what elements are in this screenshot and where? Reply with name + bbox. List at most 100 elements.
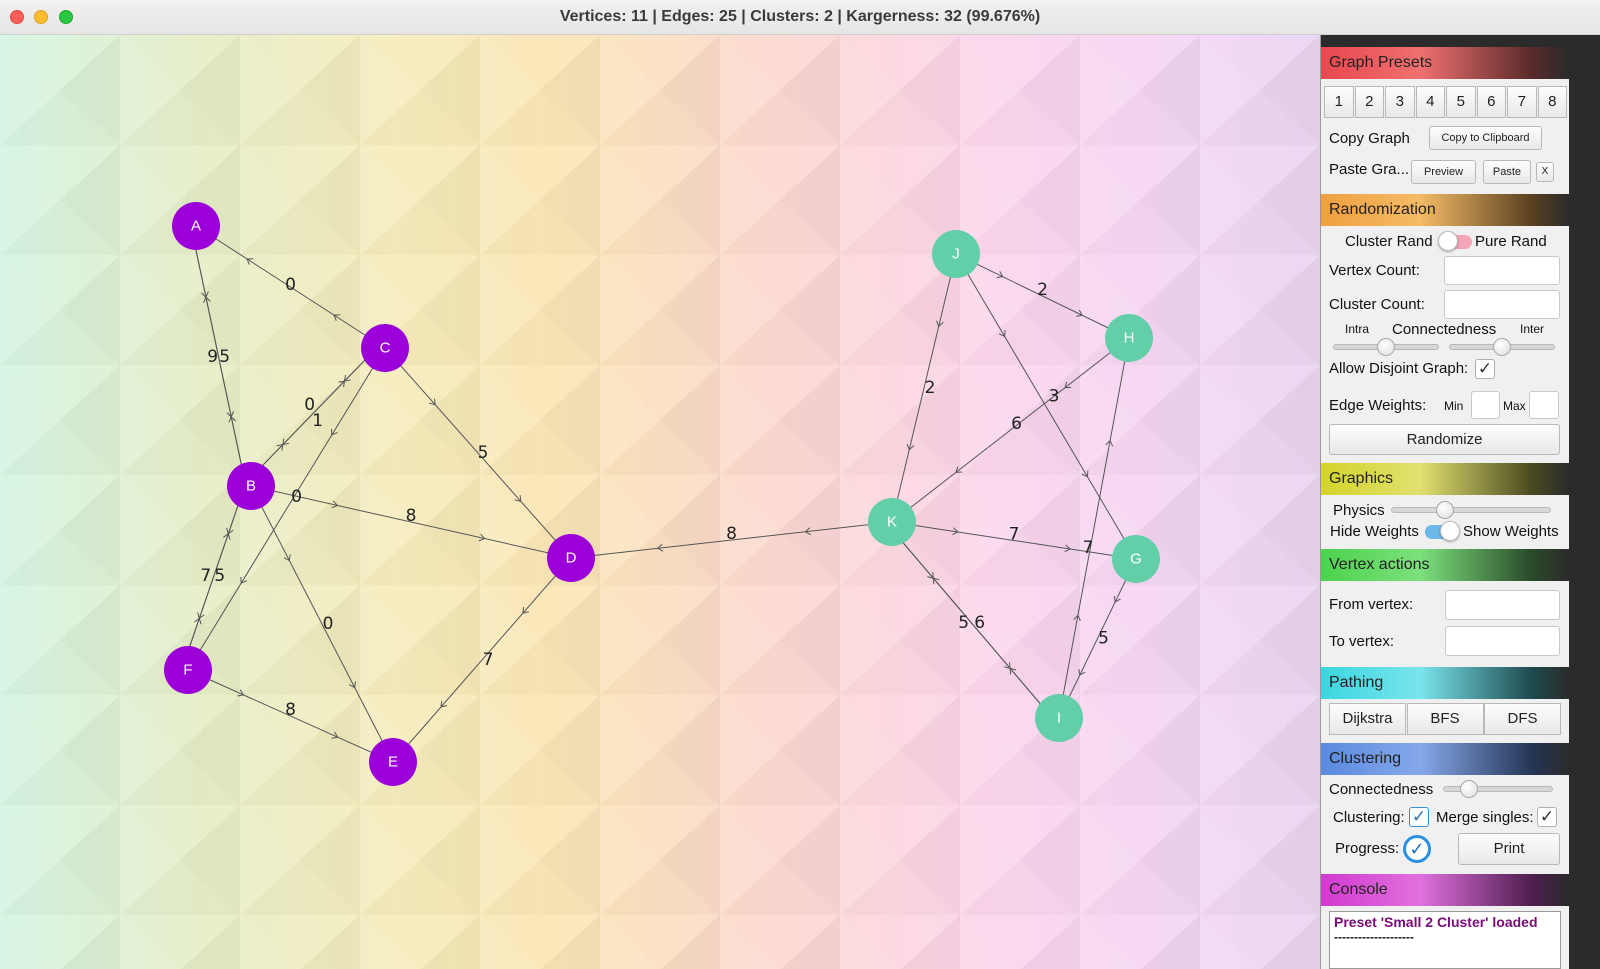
preset-button-1[interactable]: 1 — [1324, 86, 1354, 118]
console-header: Console — [1321, 874, 1569, 906]
edge-arrow-c-b-1 — [282, 438, 289, 446]
progress-indicator[interactable]: ✓ — [1403, 835, 1431, 863]
vertex-circle-g[interactable] — [1112, 535, 1160, 583]
presets-header: Graph Presets — [1321, 47, 1569, 79]
physics-slider-knob[interactable] — [1436, 501, 1454, 519]
path-dijkstra-button[interactable]: Dijkstra — [1329, 703, 1406, 735]
vertex-e[interactable]: E — [369, 738, 417, 786]
edge-weight-k-i: 6 — [974, 613, 985, 633]
vertex-k[interactable]: K — [868, 498, 916, 546]
vertex-circle-a[interactable] — [172, 202, 220, 250]
preset-button-2[interactable]: 2 — [1354, 86, 1384, 118]
randomize-button[interactable]: Randomize — [1329, 424, 1560, 455]
edge-arrow-g-i-1 — [1078, 668, 1086, 676]
edge-j-k — [891, 253, 957, 523]
allow-disjoint-checkbox[interactable]: ✓ — [1475, 359, 1495, 379]
edge-arrow-f-e-1 — [331, 731, 339, 739]
edge-weight-b-f: 5 — [214, 566, 225, 586]
edge-arrow-j-h-1 — [1076, 309, 1084, 317]
show-weights-label: Show Weights — [1463, 523, 1559, 540]
path-bfs-button[interactable]: BFS — [1406, 703, 1484, 735]
vertex-circle-i[interactable] — [1035, 694, 1083, 742]
vertex-g[interactable]: G — [1112, 535, 1160, 583]
edge-arrow-g-i-0 — [1113, 595, 1121, 603]
panel-scroll-track[interactable] — [1569, 47, 1600, 969]
cluster-count-label: Cluster Count: — [1329, 296, 1425, 313]
vertex-c[interactable]: C — [361, 324, 409, 372]
preset-button-8[interactable]: 8 — [1537, 86, 1567, 118]
vertex-circle-d[interactable] — [547, 534, 595, 582]
preset-button-3[interactable]: 3 — [1385, 86, 1415, 118]
print-button[interactable]: Print — [1458, 833, 1560, 865]
edge-arrow-i-h-1 — [1105, 439, 1114, 447]
weights-toggle-knob[interactable] — [1440, 521, 1460, 541]
vertex-b[interactable]: B — [227, 462, 275, 510]
min-weight-input[interactable] — [1471, 391, 1500, 419]
edge-arrow-j-g-1 — [1081, 470, 1089, 478]
vertex-circle-c[interactable] — [361, 324, 409, 372]
vertex-circle-b[interactable] — [227, 462, 275, 510]
vertex-i[interactable]: I — [1035, 694, 1083, 742]
paste-button[interactable]: Paste — [1483, 160, 1531, 184]
vertex-count-label: Vertex Count: — [1329, 262, 1420, 279]
vertex-circle-j[interactable] — [932, 230, 980, 278]
preset-button-7[interactable]: 7 — [1507, 86, 1537, 118]
edge-arrow-c-d-0 — [429, 398, 436, 406]
edge-arrow-c-a-1 — [246, 258, 254, 265]
vertex-label-f: F — [183, 662, 192, 679]
edge-arrow-c-d-1 — [514, 495, 522, 502]
intra-slider-knob[interactable] — [1377, 338, 1395, 356]
physics-slider[interactable] — [1391, 507, 1551, 513]
preview-button[interactable]: Preview — [1411, 160, 1476, 184]
clustering-connectedness-slider[interactable] — [1443, 786, 1553, 792]
preset-button-6[interactable]: 6 — [1476, 86, 1506, 118]
rand-mode-toggle-knob[interactable] — [1438, 231, 1458, 251]
path-dfs-button[interactable]: DFS — [1484, 703, 1561, 735]
edge-d-e — [392, 557, 572, 763]
edge-weight-j-g: 3 — [1049, 387, 1060, 407]
minimize-window-button[interactable] — [34, 10, 48, 24]
vertex-circle-h[interactable] — [1105, 314, 1153, 362]
vertex-label-b: B — [246, 478, 256, 495]
weights-toggle[interactable] — [1425, 521, 1460, 541]
vertex-count-input[interactable] — [1444, 256, 1560, 285]
vertex-d[interactable]: D — [547, 534, 595, 582]
close-window-button[interactable] — [10, 10, 24, 24]
from-vertex-input[interactable] — [1445, 590, 1560, 620]
rand-mode-toggle[interactable] — [1438, 231, 1472, 251]
edge-arrow-b-d-1 — [478, 533, 486, 542]
preset-button-5[interactable]: 5 — [1446, 86, 1476, 118]
vertex-j[interactable]: J — [932, 230, 980, 278]
preset-button-4[interactable]: 4 — [1415, 86, 1445, 118]
pathing-header: Pathing — [1321, 667, 1569, 699]
allow-disjoint-label: Allow Disjoint Graph: — [1329, 360, 1469, 377]
copy-to-clipboard-button[interactable]: Copy to Clipboard — [1429, 126, 1542, 150]
edge-arrow-j-k-1 — [906, 443, 915, 451]
vertex-a[interactable]: A — [172, 202, 220, 250]
physics-label: Physics — [1333, 502, 1385, 519]
max-weight-input[interactable] — [1529, 391, 1559, 419]
close-paste-button[interactable]: X — [1536, 162, 1554, 182]
vertex-f[interactable]: F — [164, 646, 212, 694]
edge-weight-c-a: 0 — [285, 275, 296, 295]
to-vertex-input[interactable] — [1445, 626, 1560, 656]
console-separator: -------------------- — [1334, 930, 1414, 944]
clustering-checkbox[interactable]: ✓ — [1409, 807, 1429, 827]
edge-arrow-a-b-0 — [201, 291, 209, 299]
clustering-connectedness-knob[interactable] — [1460, 780, 1478, 798]
edge-arrow-k-i-0 — [927, 572, 934, 579]
edge-arrow-k-d-0 — [804, 527, 811, 536]
cluster-count-input[interactable] — [1444, 290, 1560, 319]
edge-weight-k-g: 7 — [1009, 525, 1020, 545]
vertex-h[interactable]: H — [1105, 314, 1153, 362]
merge-singles-checkbox[interactable]: ✓ — [1537, 807, 1557, 827]
console-output: Preset 'Small 2 Cluster' loaded --------… — [1329, 911, 1561, 969]
vertex-circle-k[interactable] — [868, 498, 916, 546]
maximize-window-button[interactable] — [59, 10, 73, 24]
vertex-circle-e[interactable] — [369, 738, 417, 786]
vertex-circle-f[interactable] — [164, 646, 212, 694]
inter-slider-knob[interactable] — [1493, 338, 1511, 356]
